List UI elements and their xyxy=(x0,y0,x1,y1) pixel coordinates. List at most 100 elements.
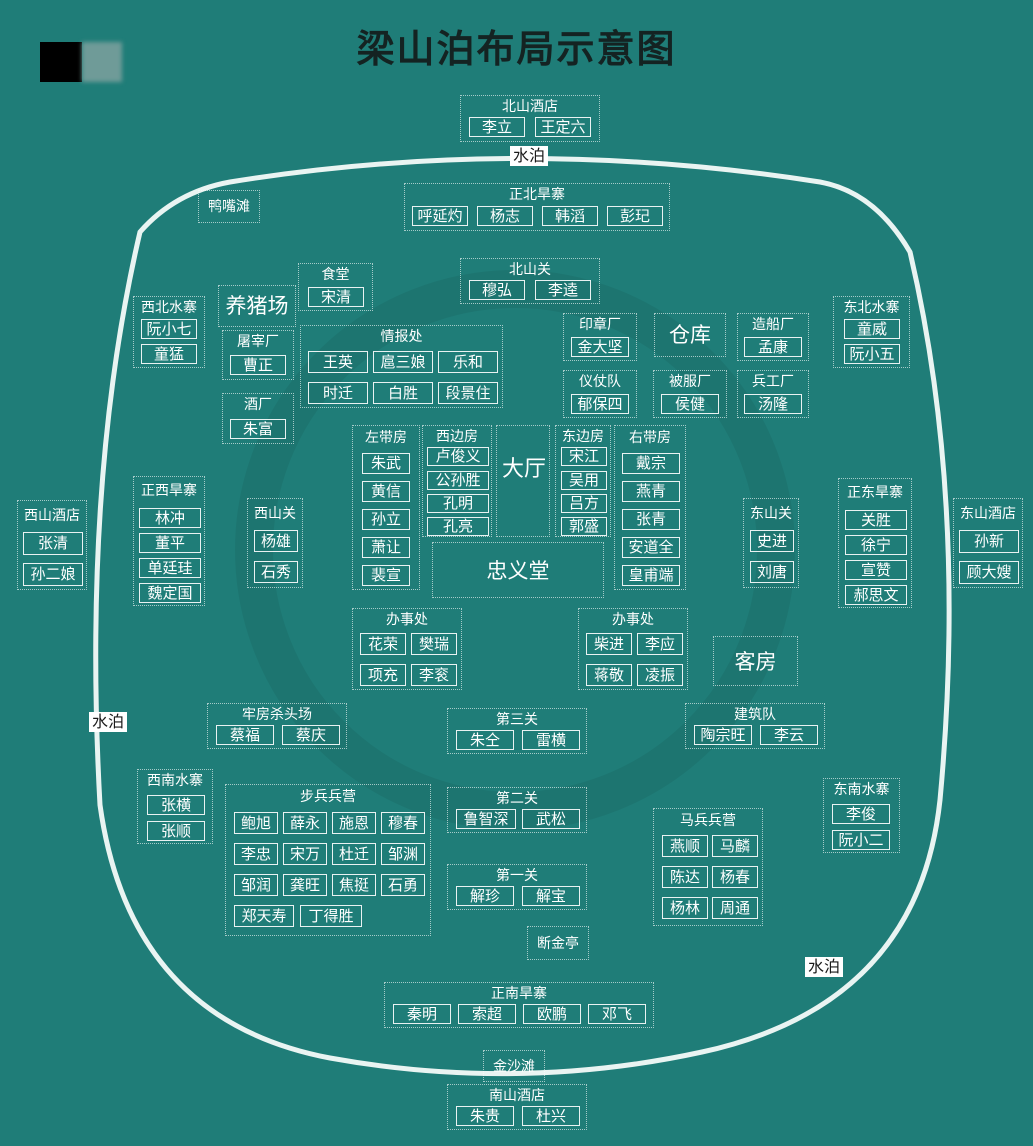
member-box: 魏定国 xyxy=(139,583,201,603)
member-box: 林冲 xyxy=(139,508,201,528)
group-disanguan: 第三关 朱仝 雷横 xyxy=(447,708,587,754)
member-box: 黄信 xyxy=(362,481,410,502)
group-yazuitan: 鸭嘴滩 xyxy=(198,190,260,223)
group-dongbianfang: 东边房 宋江 吴用 吕方 郭盛 xyxy=(555,425,611,537)
group-jianzhudui: 建筑队 陶宗旺 李云 xyxy=(685,703,825,749)
member-box: 呼延灼 xyxy=(412,206,468,226)
group-kefang: 客房 xyxy=(713,636,798,686)
group-title: 东山酒店 xyxy=(960,506,1016,522)
member-box: 杨雄 xyxy=(254,530,298,552)
member-box: 董平 xyxy=(139,533,201,553)
member-box: 曹正 xyxy=(230,355,286,375)
group-title: 仪仗队 xyxy=(579,374,621,390)
group-dongshan-jiudian: 东山酒店 孙新 顾大嫂 xyxy=(953,498,1023,588)
member-box: 孙新 xyxy=(959,530,1019,553)
group-title: 正西旱寨 xyxy=(141,483,197,499)
member-box: 童猛 xyxy=(141,344,197,364)
group-title: 东山关 xyxy=(750,506,792,522)
group-title: 断金亭 xyxy=(537,936,579,952)
group-dongshanguan: 东山关 史进 刘唐 xyxy=(743,498,799,588)
member-box: 雷横 xyxy=(522,730,580,750)
member-box: 侯健 xyxy=(661,394,719,414)
member-box: 鲍旭 xyxy=(234,812,278,834)
member-box: 邹渊 xyxy=(381,843,425,865)
group-title: 养猪场 xyxy=(225,294,289,318)
member-box: 周通 xyxy=(712,897,758,919)
group-diyiguan: 第一关 解珍 解宝 xyxy=(447,864,587,910)
group-title: 印章厂 xyxy=(579,317,621,333)
group-beishanguan: 北山关 穆弘 李逵 xyxy=(460,258,600,304)
group-zaochuanchang: 造船厂 孟康 xyxy=(737,313,809,361)
group-jiuchang: 酒厂 朱富 xyxy=(222,393,294,444)
group-zhengbei-hanzhai: 正北旱寨 呼延灼 杨志 韩滔 彭玘 xyxy=(404,183,670,231)
group-title: 北山关 xyxy=(509,262,551,278)
group-zhengdong-hanzhai: 正东旱寨 关胜 徐宁 宣赞 郝思文 xyxy=(838,478,912,608)
member-box: 张青 xyxy=(622,509,680,530)
member-box: 宋清 xyxy=(308,287,364,307)
member-box: 刘唐 xyxy=(750,561,794,583)
member-box: 穆弘 xyxy=(469,280,525,300)
member-box: 郭盛 xyxy=(561,517,607,536)
member-box: 阮小五 xyxy=(844,344,900,364)
group-title: 金沙滩 xyxy=(493,1059,535,1075)
member-box: 邓飞 xyxy=(588,1004,646,1024)
group-cangku: 仓库 xyxy=(654,313,726,357)
member-box: 李立 xyxy=(469,117,525,137)
member-box: 萧让 xyxy=(362,537,410,558)
member-box: 燕顺 xyxy=(662,835,708,857)
member-box: 解宝 xyxy=(522,886,580,906)
water-label-west: 水泊 xyxy=(89,712,128,732)
group-title: 左带房 xyxy=(365,430,407,446)
group-banshichu-west: 办事处 花荣 樊瑞 项充 李衮 xyxy=(352,608,462,690)
member-box: 扈三娘 xyxy=(373,351,433,373)
logo-blur-block xyxy=(82,42,122,82)
member-box: 郝思文 xyxy=(845,585,907,605)
member-box: 张顺 xyxy=(147,821,205,841)
group-title: 西南水寨 xyxy=(147,773,203,789)
group-title: 办事处 xyxy=(612,612,654,628)
member-box: 朱贵 xyxy=(456,1106,514,1126)
member-box: 邹润 xyxy=(234,874,278,896)
member-box: 龚旺 xyxy=(283,874,327,896)
group-title: 鸭嘴滩 xyxy=(208,199,250,215)
group-dongbei-shuizhai: 东北水寨 童威 阮小五 xyxy=(833,296,910,368)
group-title: 屠宰厂 xyxy=(237,334,279,350)
group-title: 酒厂 xyxy=(244,397,272,413)
member-box: 宋江 xyxy=(561,447,607,466)
group-yizhangdui: 仪仗队 郁保四 xyxy=(563,370,637,418)
member-box: 杜兴 xyxy=(522,1106,580,1126)
group-beifuchang: 被服厂 侯健 xyxy=(653,370,727,418)
group-title: 西边房 xyxy=(436,429,478,445)
member-box: 孔明 xyxy=(427,494,489,513)
group-yangzhuchang: 养猪场 xyxy=(218,285,296,327)
member-box: 杨春 xyxy=(712,866,758,888)
group-xishan-jiudian: 西山酒店 张清 孙二娘 xyxy=(17,500,87,590)
group-title: 步兵兵营 xyxy=(300,789,356,805)
member-box: 段景住 xyxy=(438,382,498,404)
group-qingbaochu: 情报处 王英 扈三娘 乐和 时迁 白胜 段景住 xyxy=(300,325,503,408)
member-box: 焦挺 xyxy=(332,874,376,896)
member-box: 樊瑞 xyxy=(411,633,457,655)
member-box: 宣赞 xyxy=(845,560,907,580)
group-dongnan-shuizhai: 东南水寨 李俊 阮小二 xyxy=(823,778,900,853)
member-box: 孙立 xyxy=(362,509,410,530)
member-box: 燕青 xyxy=(622,481,680,502)
group-title: 建筑队 xyxy=(734,707,776,723)
group-title: 办事处 xyxy=(386,612,428,628)
group-xishanguan: 西山关 杨雄 石秀 xyxy=(247,498,303,588)
member-box: 马麟 xyxy=(712,835,758,857)
member-box: 李俊 xyxy=(832,804,890,824)
group-title: 西山关 xyxy=(254,506,296,522)
member-box: 宋万 xyxy=(283,843,327,865)
water-label-southeast: 水泊 xyxy=(805,957,844,977)
group-title: 正北旱寨 xyxy=(509,187,565,203)
group-beishan-jiudian: 北山酒店 李立 王定六 xyxy=(460,95,600,142)
member-box: 蒋敬 xyxy=(586,664,632,686)
member-box: 杨林 xyxy=(662,897,708,919)
member-box: 凌振 xyxy=(637,664,683,686)
group-title: 南山酒店 xyxy=(489,1088,545,1104)
group-zuodaifang: 左带房 朱武 黄信 孙立 萧让 裴宣 xyxy=(352,425,420,590)
member-box: 蔡福 xyxy=(216,725,274,745)
member-box: 陶宗旺 xyxy=(694,725,752,745)
